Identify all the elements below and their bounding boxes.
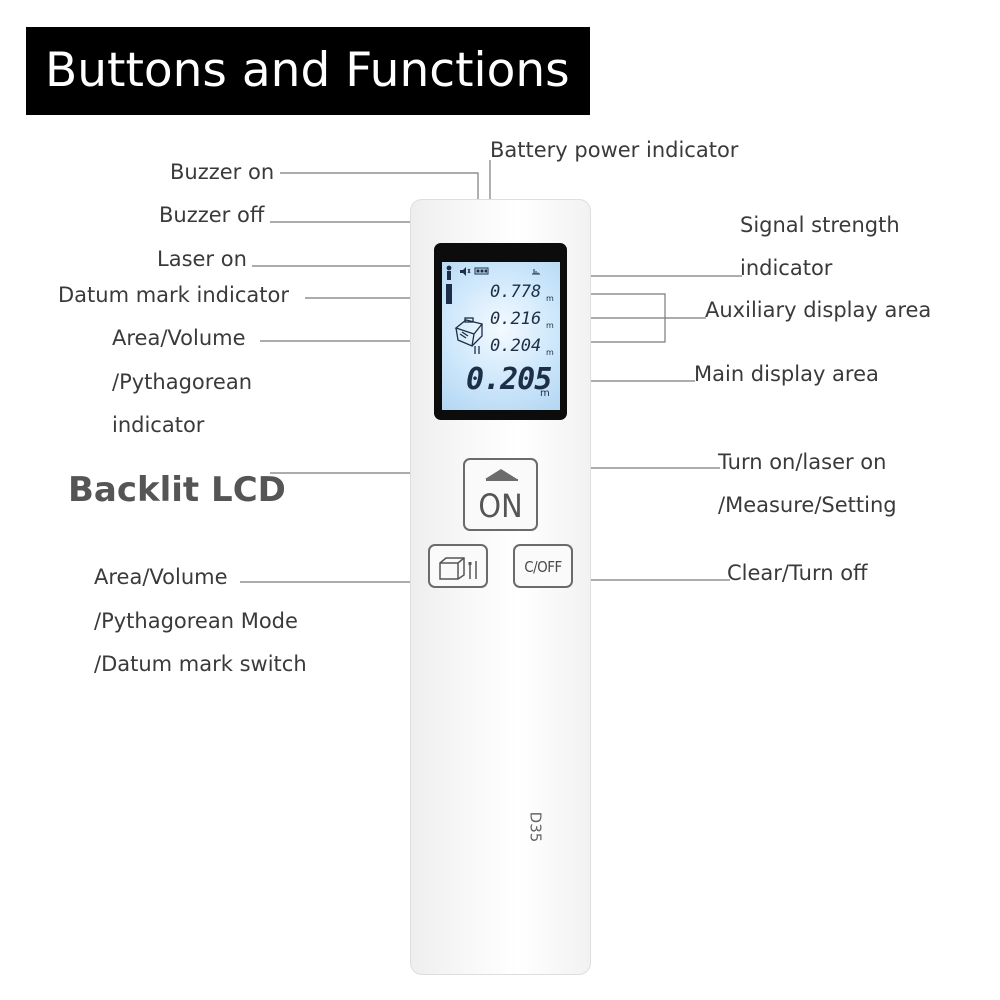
lcd-status-icons xyxy=(446,265,540,280)
label-area-indicator-line2: /Pythagorean xyxy=(112,370,253,394)
label-mode-line1: Area/Volume xyxy=(94,565,228,589)
label-area-indicator-line1: Area/Volume xyxy=(112,326,246,350)
label-battery-indicator: Battery power indicator xyxy=(490,138,739,162)
up-arrow-bar xyxy=(486,479,518,481)
page-title: Buttons and Functions xyxy=(26,27,590,115)
aux-readout-1: 0.778 xyxy=(490,282,542,302)
label-mode-line2: /Pythagorean Mode xyxy=(94,609,298,633)
area-volume-icon xyxy=(454,317,484,347)
up-arrow-icon xyxy=(484,469,517,479)
label-main-display: Main display area xyxy=(694,362,879,386)
label-signal-line2: indicator xyxy=(740,256,833,280)
model-number: D35 xyxy=(526,811,545,843)
aux-unit-1: m xyxy=(546,294,554,303)
label-buzzer-off: Buzzer off xyxy=(159,203,265,227)
backlit-lcd-screen: 0.778 m 0.216 m 0.204 m 0.205 m xyxy=(442,262,560,410)
battery-icon xyxy=(474,267,489,275)
label-turn-on-line1: Turn on/laser on xyxy=(718,450,887,474)
label-backlit-lcd: Backlit LCD xyxy=(68,470,286,510)
area-volume-mode-button[interactable] xyxy=(428,544,488,588)
label-auxiliary-display: Auxiliary display area xyxy=(705,298,932,322)
label-area-indicator-line3: indicator xyxy=(112,413,205,437)
label-buzzer-on: Buzzer on xyxy=(170,160,275,184)
datum-mark-icon xyxy=(446,284,452,304)
buzzer-icon xyxy=(460,267,466,276)
on-button-label: ON xyxy=(478,487,523,525)
signal-strength-icon xyxy=(532,269,540,275)
aux-unit-3: m xyxy=(546,348,554,357)
label-laser-on: Laser on xyxy=(157,247,247,271)
label-mode-line3: /Datum mark switch xyxy=(94,652,307,676)
aux-unit-2: m xyxy=(546,321,554,330)
label-signal-line1: Signal strength xyxy=(740,213,900,237)
buzzer-off-icon xyxy=(467,268,471,274)
cube-ruler-icon xyxy=(439,557,477,580)
aux-readout-3: 0.204 xyxy=(490,336,542,356)
off-button-label: C/OFF xyxy=(524,558,562,576)
laser-bar-icon xyxy=(447,271,451,280)
pythagorean-icon xyxy=(474,346,480,354)
main-readout: 0.205 xyxy=(466,362,552,397)
label-clear-off: Clear/Turn off xyxy=(727,561,868,585)
aux-readout-2: 0.216 xyxy=(490,309,542,329)
main-unit: m xyxy=(540,388,550,399)
label-turn-on-line2: /Measure/Setting xyxy=(718,493,897,517)
on-measure-button[interactable]: ON xyxy=(463,458,538,531)
label-datum-mark: Datum mark indicator xyxy=(58,283,289,307)
laser-dot-icon xyxy=(446,265,452,271)
clear-off-button[interactable]: C/OFF xyxy=(513,544,573,588)
